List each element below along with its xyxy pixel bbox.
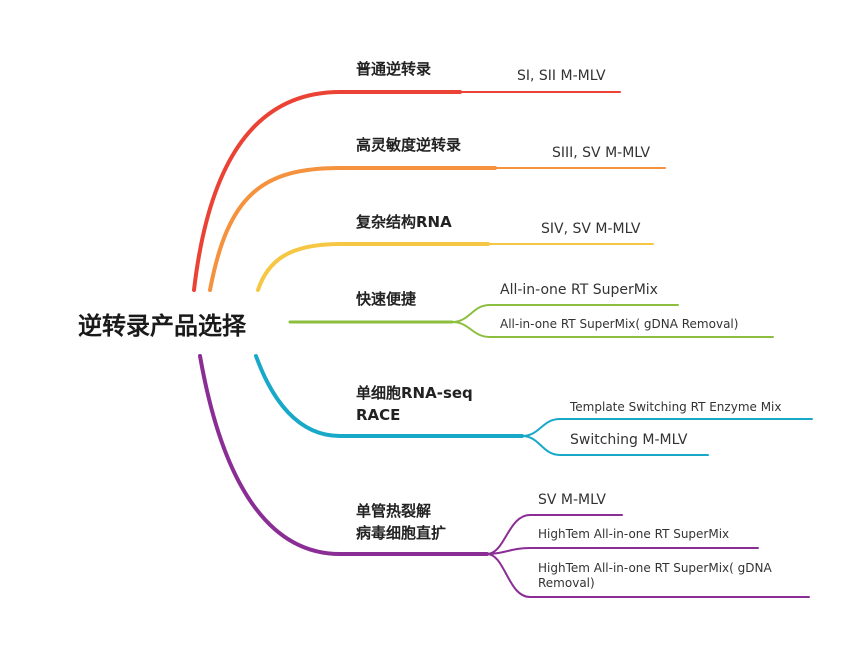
branch-connector — [192, 90, 462, 292]
branch-label-6: 单管热裂解 病毒细胞直扩 — [356, 502, 447, 542]
leaf-label: Switching M-MLV — [570, 432, 688, 448]
branch-connector — [208, 166, 497, 292]
leaf-connector — [451, 321, 774, 338]
branch-connector — [254, 354, 524, 438]
leaf-label: SIII, SV M-MLV — [552, 145, 651, 161]
leaf-connector — [451, 304, 679, 323]
leaf-label: All-in-one RT SuperMix( gDNA Removal) — [500, 317, 739, 331]
branch-connector — [198, 354, 489, 556]
branch-connector — [256, 242, 490, 292]
branch-label-4: 快速便捷 — [356, 290, 417, 308]
leaf-label: SIV, SV M-MLV — [541, 221, 641, 237]
root-topic: 逆转录产品选择 — [78, 312, 246, 340]
leaf-label: HighTem All-in-one RT SuperMix — [538, 527, 730, 541]
branch-label-2: 高灵敏度逆转录 — [356, 136, 462, 154]
leaf-connector — [521, 418, 813, 437]
leaf-label: SV M-MLV — [538, 492, 606, 508]
leaf-label: All-in-one RT SuperMix — [500, 282, 658, 298]
leaf-connector — [486, 514, 623, 555]
leaf-label: Template Switching RT Enzyme Mix — [570, 400, 782, 414]
leaf-label: HighTem All-in-one RT SuperMix( gDNA Rem… — [538, 561, 772, 590]
leaf-connector — [521, 435, 709, 456]
leaf-connector — [486, 553, 810, 598]
branch-label-3: 复杂结构RNA — [356, 213, 452, 231]
leaf-connector — [486, 547, 759, 555]
leaf-label: SI, SII M-MLV — [517, 68, 606, 84]
branch-label-1: 普通逆转录 — [356, 60, 432, 78]
branch-label-5: 单细胞RNA-seq RACE — [356, 384, 473, 424]
